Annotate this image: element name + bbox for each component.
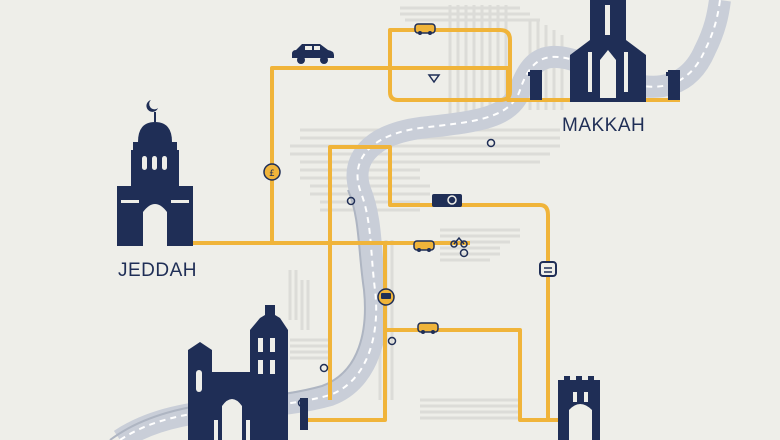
- route-south-west: [300, 330, 387, 422]
- car-icon: [292, 44, 334, 64]
- ticket-icon: [539, 261, 557, 277]
- taxi-icon: [413, 240, 435, 252]
- route-south: [383, 245, 560, 422]
- currency-icon: £: [263, 163, 281, 181]
- tram-icon: [528, 72, 678, 86]
- bus-icon: [432, 194, 462, 207]
- navigation-marker-icon: [427, 74, 441, 84]
- city-label-jeddah: JEDDAH: [118, 260, 198, 281]
- route-north-loop: [388, 28, 512, 102]
- traffic-light-icon: [297, 138, 496, 408]
- gate-building: [558, 376, 600, 440]
- svg-text:£: £: [269, 169, 275, 179]
- route-central: [328, 145, 550, 420]
- bicycle-icon: [450, 236, 468, 248]
- bus-stop-icon: [377, 288, 395, 306]
- crescent-icon: [146, 100, 158, 112]
- jeddah-mosque: [117, 100, 193, 246]
- city-label-makkah: MAKKAH: [562, 115, 646, 136]
- taxi-icon: [417, 322, 439, 334]
- old-town-building: [188, 305, 308, 440]
- taxi-icon: [414, 23, 436, 35]
